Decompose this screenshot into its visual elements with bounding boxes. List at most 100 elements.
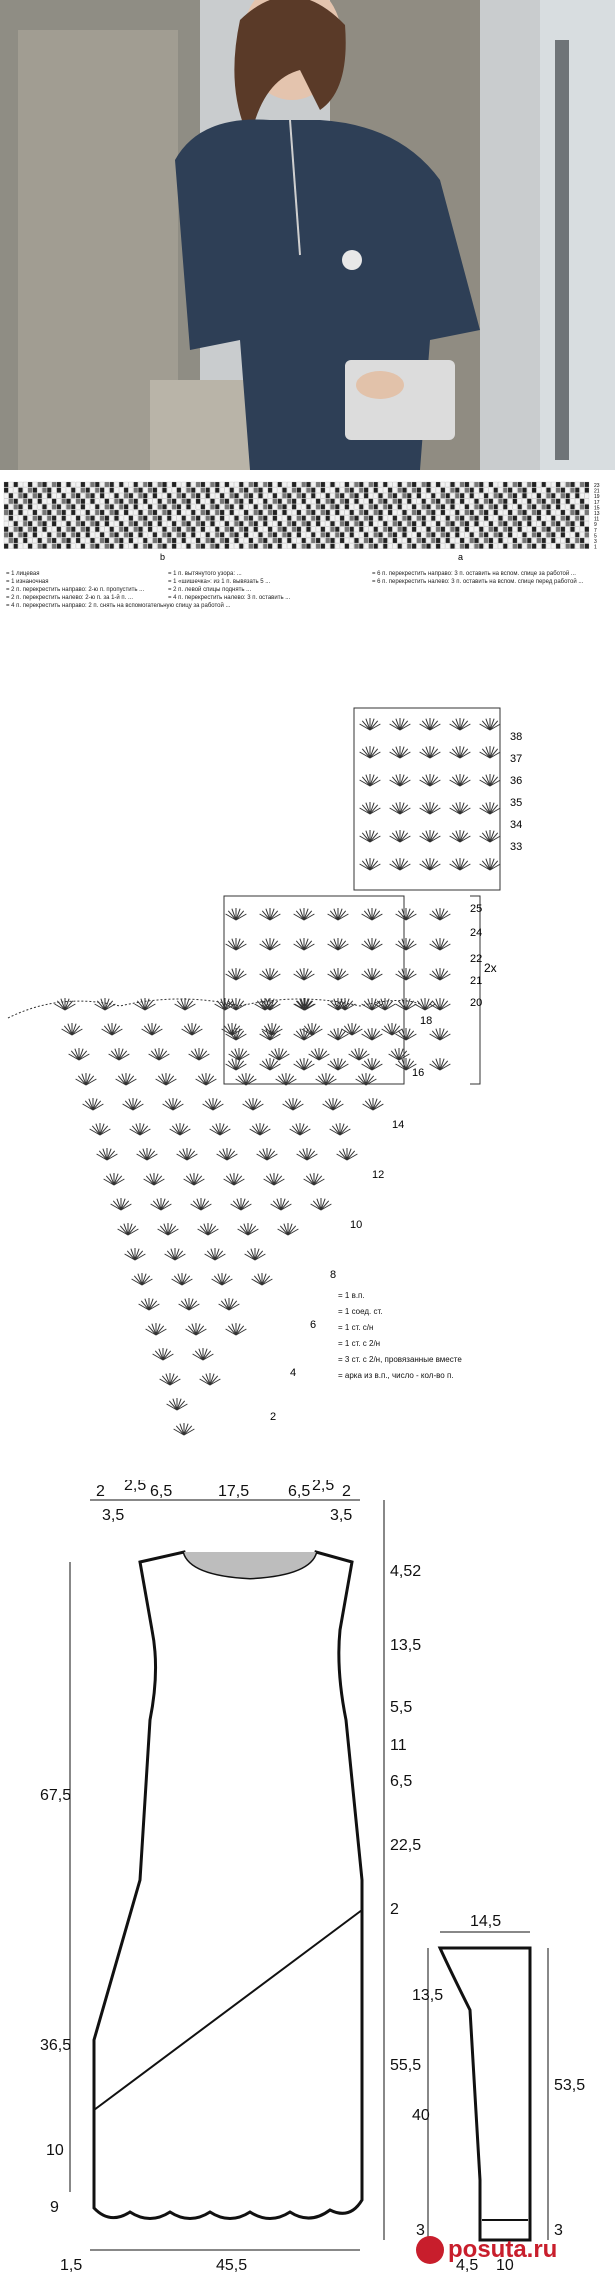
knit-chart-cell bbox=[234, 481, 239, 488]
knit-chart-cell bbox=[42, 493, 47, 499]
crochet-fan bbox=[259, 998, 281, 1011]
knit-chart-cell bbox=[104, 515, 110, 521]
knit-chart-cell bbox=[368, 537, 374, 544]
knit-chart-cell bbox=[277, 481, 282, 488]
knit-chart-cell bbox=[71, 509, 76, 516]
knit-chart-cell bbox=[320, 521, 326, 527]
knit-chart-cell bbox=[99, 509, 105, 516]
knit-chart-cell bbox=[267, 532, 273, 538]
knit-chart-cell bbox=[416, 532, 422, 538]
knit-chart-cell bbox=[239, 537, 244, 544]
knit-chart-cell bbox=[277, 509, 282, 516]
knit-chart-cell bbox=[258, 537, 263, 544]
knit-chart-cell bbox=[488, 493, 494, 499]
knit-chart-cell bbox=[435, 532, 441, 538]
knit-chart-cell bbox=[431, 481, 436, 488]
knit-chart-cell bbox=[210, 526, 215, 532]
knit-chart-cell bbox=[171, 521, 177, 527]
knit-chart-cell bbox=[450, 504, 455, 510]
crochet-fan bbox=[329, 1123, 351, 1136]
knit-chart-cell bbox=[306, 537, 311, 544]
knit-chart-cell bbox=[575, 493, 580, 499]
knit-chart-cell bbox=[138, 515, 143, 521]
knit-chart-cell bbox=[61, 509, 66, 516]
knit-chart-cell bbox=[99, 532, 105, 538]
knit-chart-cell bbox=[344, 515, 350, 521]
knit-chart-cell bbox=[229, 504, 234, 510]
knit-chart-cell bbox=[3, 487, 9, 493]
knit-chart-cell bbox=[320, 481, 326, 488]
knit-chart-cell bbox=[56, 509, 62, 516]
knit-chart-cell bbox=[493, 537, 498, 544]
knit-chart-cell bbox=[224, 487, 230, 493]
knit-chart-cell bbox=[402, 493, 407, 499]
knit-chart-cell bbox=[383, 509, 388, 516]
crochet-fan bbox=[259, 908, 281, 921]
knit-chart-cell bbox=[277, 537, 282, 544]
knit-chart-cell bbox=[109, 521, 114, 527]
knit-chart-cell bbox=[23, 498, 28, 504]
knit-chart-cell bbox=[123, 498, 129, 504]
crochet-fan bbox=[289, 1123, 311, 1136]
knit-chart-cell bbox=[306, 481, 311, 488]
knit-chart-cell bbox=[378, 481, 383, 488]
knit-chart-cell bbox=[162, 515, 167, 521]
knit-chart-cell bbox=[325, 493, 330, 499]
knit-chart-cell bbox=[498, 498, 503, 504]
knit-chart-cell bbox=[575, 521, 580, 527]
knit-chart-cell bbox=[186, 543, 191, 549]
knit-chart-cell bbox=[315, 526, 321, 532]
knit-chart-cell bbox=[90, 487, 95, 493]
knit-chart-cell bbox=[344, 537, 350, 544]
crochet-row-number: 34 bbox=[510, 819, 522, 831]
knit-chart-cell bbox=[411, 498, 417, 504]
knit-chart-cell bbox=[493, 481, 498, 488]
knit-chart-cell bbox=[421, 537, 426, 544]
knit-chart-cell bbox=[195, 543, 201, 549]
knit-chart-cell bbox=[152, 493, 158, 499]
knit-chart-cell bbox=[114, 526, 119, 532]
knit-chart-cell bbox=[330, 521, 335, 527]
knit-chart-cell bbox=[186, 509, 191, 516]
knit-chart-cell bbox=[109, 487, 114, 493]
knit-chart-cell bbox=[555, 521, 561, 527]
knit-chart-cell bbox=[277, 543, 282, 549]
crochet-fan bbox=[259, 938, 281, 951]
knit-chart-cell bbox=[531, 537, 537, 544]
knit-chart-cell bbox=[18, 481, 23, 488]
knit-chart-cell bbox=[143, 521, 148, 527]
knit-chart-cell bbox=[27, 509, 33, 516]
dim-text: 3,5 bbox=[330, 1507, 352, 1524]
crochet-fan bbox=[359, 858, 381, 871]
knit-chart-cell bbox=[32, 526, 38, 532]
crochet-fan bbox=[388, 1048, 410, 1061]
knit-row-number: 7 bbox=[594, 528, 597, 534]
knit-chart-cell bbox=[8, 498, 14, 504]
knit-chart-cell bbox=[85, 498, 90, 504]
knit-chart-cell bbox=[335, 493, 340, 499]
knit-chart-cell bbox=[195, 532, 201, 538]
knit-chart-cell bbox=[392, 537, 398, 544]
knit-chart-cell bbox=[512, 498, 518, 504]
crochet-fan bbox=[341, 1023, 363, 1036]
knit-chart-cell bbox=[157, 521, 162, 527]
knit-chart-cell bbox=[455, 493, 460, 499]
knit-chart-cell bbox=[109, 532, 114, 538]
knit-chart-cell bbox=[234, 493, 239, 499]
knit-chart-cell bbox=[200, 498, 206, 504]
knit-chart-cell bbox=[455, 526, 460, 532]
knit-chart-cell bbox=[378, 504, 383, 510]
knit-chart-cell bbox=[575, 515, 580, 521]
knit-chart-cell bbox=[296, 481, 302, 488]
knit-chart-cell bbox=[560, 521, 566, 527]
knit-chart-cell bbox=[3, 537, 9, 544]
knit-chart-cell bbox=[301, 526, 306, 532]
knit-chart-cell bbox=[493, 487, 498, 493]
knit-chart-cell bbox=[128, 493, 134, 499]
knit-row-number: 15 bbox=[594, 505, 600, 511]
knit-chart-cell bbox=[541, 515, 546, 521]
knit-chart-cell bbox=[373, 521, 378, 527]
knit-chart-cell bbox=[507, 543, 513, 549]
knit-chart-cell bbox=[224, 543, 230, 549]
crochet-fan bbox=[145, 1323, 167, 1336]
